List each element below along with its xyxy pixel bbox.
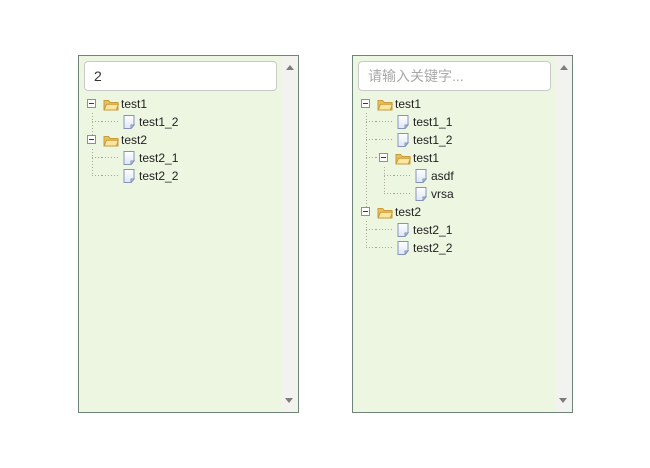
tree-node-test1_1[interactable]: test1_1 <box>358 113 554 131</box>
tree-node-test2[interactable]: test2 <box>84 131 280 149</box>
tree-line-tee <box>358 221 376 239</box>
tree-line-tee <box>84 113 102 131</box>
tree-line-tee <box>358 113 376 131</box>
file-icon[interactable] <box>120 149 137 167</box>
tree-line-horizontal <box>102 113 120 131</box>
scrollbar[interactable] <box>281 56 298 412</box>
file-icon[interactable] <box>394 239 411 257</box>
tree-node-label[interactable]: test1_1 <box>413 115 453 129</box>
file-icon[interactable] <box>394 131 411 149</box>
tree-line-horizontal <box>376 221 394 239</box>
tree-line-tee <box>358 149 376 167</box>
tree-node-test2[interactable]: test2 <box>358 203 554 221</box>
tree-node-label[interactable]: test2_2 <box>413 241 453 255</box>
file-icon[interactable] <box>394 221 411 239</box>
folder-open-icon[interactable] <box>394 149 411 167</box>
tree-view: test1 test1_1 test1_2 test1 asdf vrsa test2 tes… <box>358 95 554 257</box>
tree-node-label[interactable]: test1_2 <box>139 115 179 129</box>
file-icon[interactable] <box>120 113 137 131</box>
tree-view: test1 test1_2 test2 test2_1 test2_2 <box>84 95 280 185</box>
tree-node-test1[interactable]: test1 <box>84 95 280 113</box>
collapse-expander-icon[interactable] <box>84 131 102 149</box>
tree-widget-panel-filtered: test1 test1_2 test2 test2_1 test2_2 <box>78 55 299 413</box>
tree-line-horizontal <box>102 149 120 167</box>
collapse-expander-icon[interactable] <box>358 95 376 113</box>
tree-line-tee <box>358 131 376 149</box>
scroll-down-arrow-icon[interactable] <box>285 398 293 403</box>
folder-open-icon[interactable] <box>102 131 119 149</box>
scroll-up-arrow-icon[interactable] <box>559 65 568 70</box>
tree-node-asdf[interactable]: asdf <box>358 167 554 185</box>
tree-node-label[interactable]: test2_2 <box>139 169 179 183</box>
tree-node-test1_2[interactable]: test1_2 <box>84 113 280 131</box>
tree-node-test1[interactable]: test1 <box>358 149 554 167</box>
tree-node-vrsa[interactable]: vrsa <box>358 185 554 203</box>
tree-node-test2_1[interactable]: test2_1 <box>84 149 280 167</box>
tree-node-test1_2[interactable]: test1_2 <box>358 131 554 149</box>
tree-node-label[interactable]: test1 <box>395 97 422 111</box>
tree-node-test2_2[interactable]: test2_2 <box>84 167 280 185</box>
tree-line-horizontal <box>102 167 120 185</box>
tree-node-label[interactable]: test1 <box>413 151 440 165</box>
tree-node-label[interactable]: test2_1 <box>139 151 179 165</box>
collapse-expander-icon[interactable] <box>358 203 376 221</box>
collapse-expander-icon[interactable] <box>376 149 394 167</box>
tree-node-test2_1[interactable]: test2_1 <box>358 221 554 239</box>
search-input[interactable] <box>84 61 277 91</box>
tree-line-corner <box>84 167 102 185</box>
tree-node-label[interactable]: test2_1 <box>413 223 453 237</box>
tree-line-corner <box>358 239 376 257</box>
search-input[interactable] <box>358 61 551 91</box>
tree-widget-panel-full: test1 test1_1 test1_2 test1 asdf vrsa test2 tes… <box>352 55 573 413</box>
tree-line-horizontal <box>394 185 412 203</box>
tree-line-vertical <box>358 185 376 203</box>
tree-node-test1[interactable]: test1 <box>358 95 554 113</box>
tree-node-label[interactable]: test2 <box>121 133 148 147</box>
tree-line-vertical <box>358 167 376 185</box>
tree-line-horizontal <box>394 167 412 185</box>
folder-open-icon[interactable] <box>376 95 393 113</box>
tree-line-tee <box>376 167 394 185</box>
tree-node-label[interactable]: vrsa <box>431 187 454 201</box>
file-icon[interactable] <box>394 113 411 131</box>
scroll-down-arrow-icon[interactable] <box>559 398 567 403</box>
folder-open-icon[interactable] <box>102 95 119 113</box>
tree-line-tee <box>84 149 102 167</box>
file-icon[interactable] <box>120 167 137 185</box>
tree-line-horizontal <box>376 113 394 131</box>
tree-node-label[interactable]: test1 <box>121 97 148 111</box>
collapse-expander-icon[interactable] <box>84 95 102 113</box>
tree-node-label[interactable]: asdf <box>431 169 454 183</box>
tree-line-corner <box>376 185 394 203</box>
tree-line-horizontal <box>376 131 394 149</box>
file-icon[interactable] <box>412 185 429 203</box>
tree-node-label[interactable]: test1_2 <box>413 133 453 147</box>
tree-line-horizontal <box>376 239 394 257</box>
folder-open-icon[interactable] <box>376 203 393 221</box>
scroll-up-arrow-icon[interactable] <box>285 65 294 70</box>
tree-node-test2_2[interactable]: test2_2 <box>358 239 554 257</box>
scrollbar[interactable] <box>555 56 572 412</box>
file-icon[interactable] <box>412 167 429 185</box>
tree-node-label[interactable]: test2 <box>395 205 422 219</box>
